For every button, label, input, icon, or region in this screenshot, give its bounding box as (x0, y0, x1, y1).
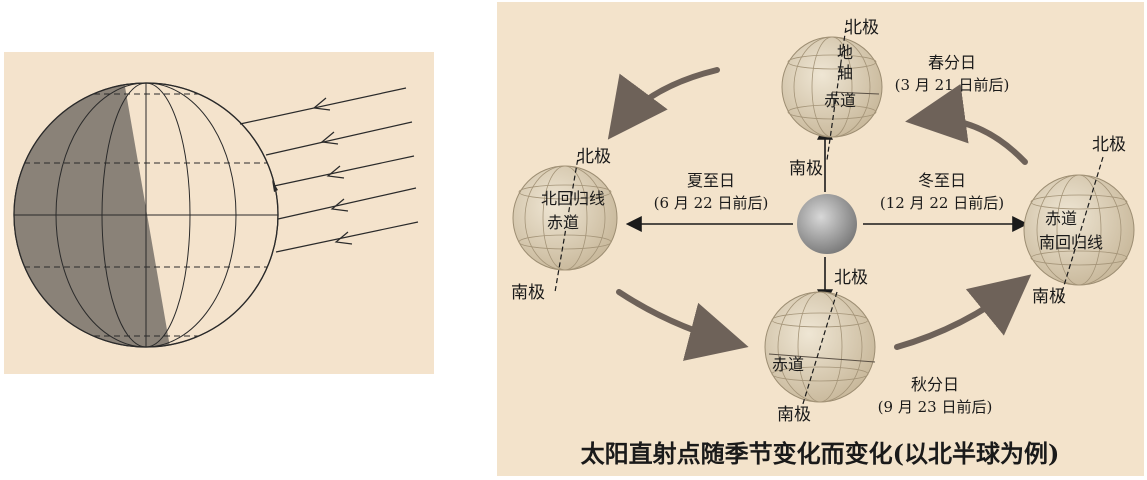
summer-equator-label: 赤道 (547, 213, 579, 232)
night-hemisphere (14, 83, 176, 347)
winter-tropic-label: 南回归线 (1039, 233, 1103, 252)
illuminated-globe-panel (4, 52, 434, 374)
spring-axis-label-1: 地 (837, 43, 853, 62)
winter-name: 冬至日 (918, 171, 966, 190)
summer-date: (6 月 22 日前后) (654, 194, 769, 212)
summer-name: 夏至日 (687, 171, 735, 190)
sun-rays (239, 87, 419, 253)
spring-date: (3 月 21 日前后) (895, 76, 1010, 94)
winter-equator-label: 赤道 (1045, 209, 1077, 228)
spring-name: 春分日 (928, 53, 976, 72)
autumn-date: (9 月 23 日前后) (878, 398, 993, 416)
globe-autumn (764, 291, 876, 408)
autumn-equator-label: 赤道 (772, 355, 804, 374)
autumn-name: 秋分日 (911, 375, 959, 394)
sun (797, 194, 857, 254)
diagram-caption: 太阳直射点随季节变化而变化(以北半球为例) (581, 439, 1060, 468)
summer-north-pole-label: 北极 (577, 147, 611, 167)
summer-south-pole-label: 南极 (511, 283, 545, 303)
spring-axis-label-2: 轴 (837, 63, 853, 82)
spring-equator-label: 赤道 (824, 91, 856, 110)
ray-arrowheads (312, 97, 353, 245)
winter-south-pole-label: 南极 (1032, 287, 1066, 307)
summer-tropic-label: 北回归线 (541, 189, 605, 208)
spring-south-pole-label: 南极 (789, 159, 823, 179)
globe-winter (1023, 156, 1135, 303)
globe-spring (781, 19, 883, 161)
spring-north-pole-label: 北极 (845, 18, 879, 38)
winter-north-pole-label: 北极 (1092, 135, 1126, 155)
winter-date: (12 月 22 日前后) (880, 194, 1004, 212)
orbit-arrows (607, 67, 1032, 361)
seasons-orbit-diagram: 北极 南极 地 轴 赤道 春分日 (3 月 21 日前后) 北极 南极 北回归线… (511, 18, 1135, 468)
autumn-south-pole-label: 南极 (777, 405, 811, 425)
seasons-orbit-panel: 北极 南极 地 轴 赤道 春分日 (3 月 21 日前后) 北极 南极 北回归线… (497, 2, 1144, 476)
autumn-north-pole-label: 北极 (834, 268, 868, 288)
illuminated-globe-diagram (13, 82, 419, 348)
globe-summer (512, 151, 618, 293)
direct-point-marker (272, 180, 278, 192)
